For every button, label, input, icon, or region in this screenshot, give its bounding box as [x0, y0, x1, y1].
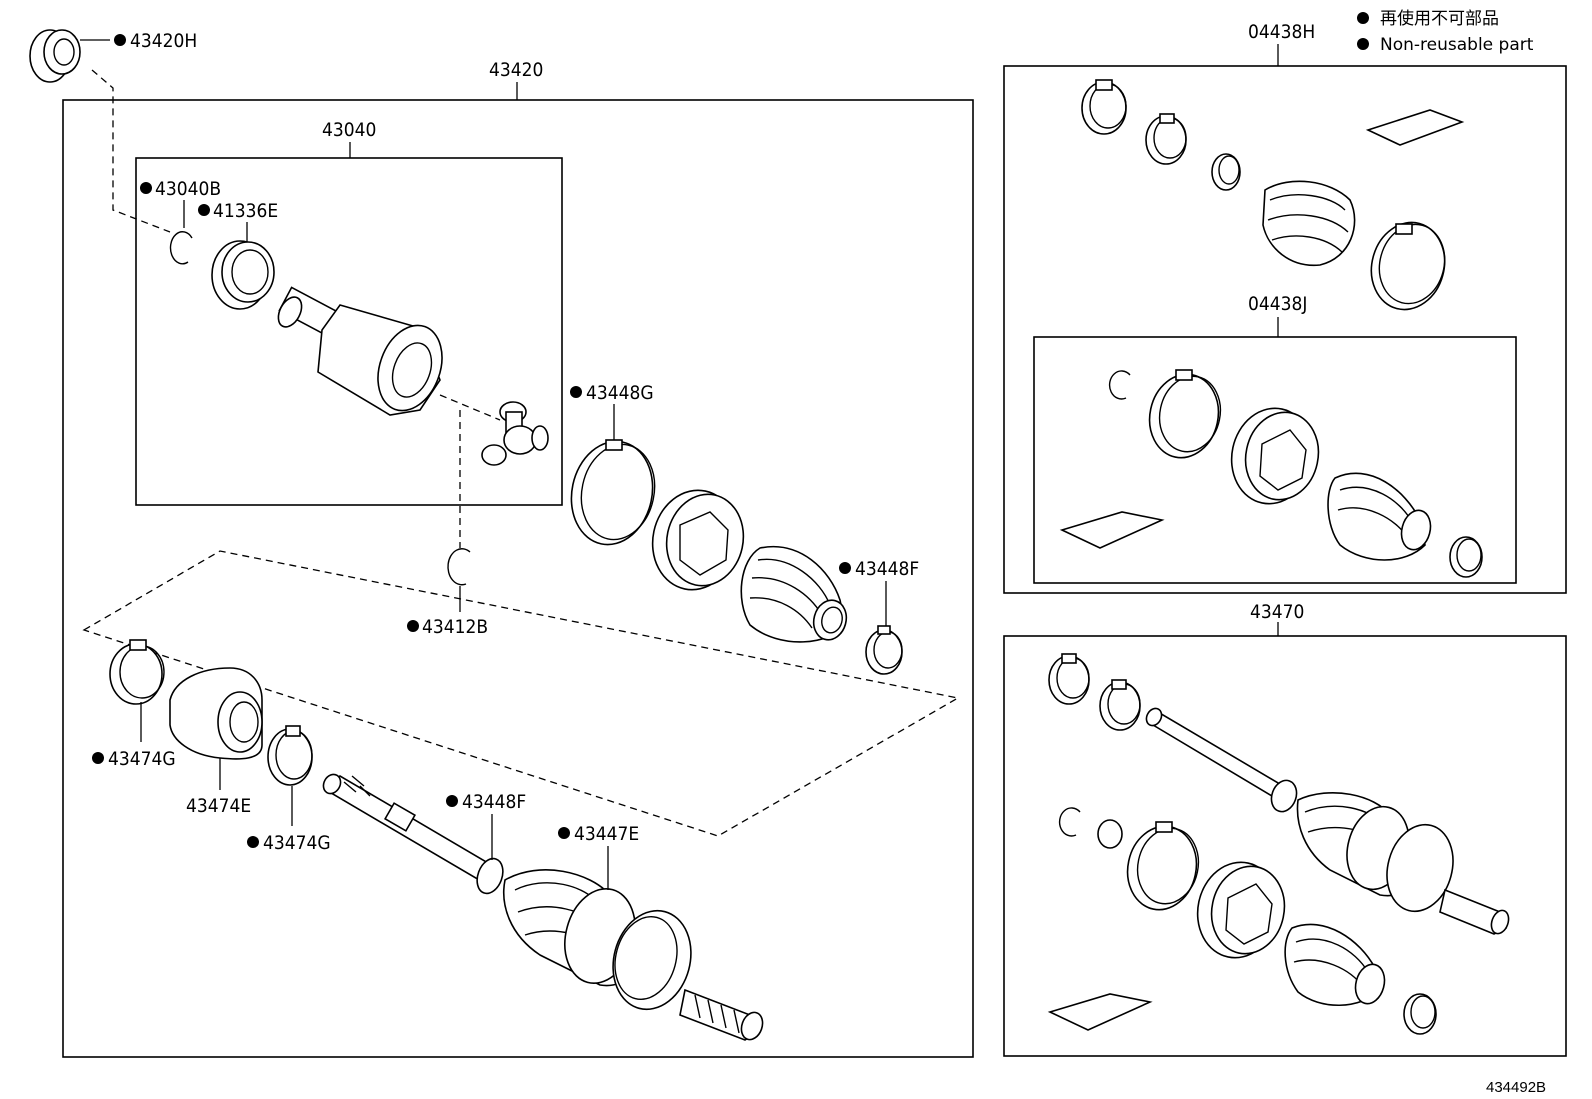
- grease-packet-icon: [1047, 993, 1153, 1031]
- oil-seal-41336E: [211, 240, 275, 310]
- label-04438H: 04438H: [1248, 21, 1315, 43]
- assembly-43470-parts: [1047, 653, 1510, 1035]
- label-43474E: 43474E: [186, 795, 251, 817]
- kit-04438H-parts: [1081, 79, 1465, 311]
- dynamic-damper-43474E: [169, 667, 263, 760]
- kit-dashed-outline: [82, 550, 960, 837]
- label-43040: 43040: [322, 119, 376, 141]
- kit-04438J-parts: [1059, 369, 1483, 578]
- label-43474G-lower: 43474G: [263, 832, 331, 854]
- legend-english: Non-reusable part: [1380, 35, 1534, 55]
- legend-japanese: 再使用不可部品: [1380, 8, 1499, 29]
- diagram-reference-code: 434492B: [1486, 1079, 1546, 1096]
- label-43447E: 43447E: [574, 823, 639, 845]
- kit-04438H-box: [1003, 65, 1567, 594]
- boot-clamp-43448G: [570, 439, 656, 546]
- label-41336E: 41336E: [213, 200, 278, 222]
- label-43412B: 43412B: [422, 616, 488, 638]
- boot-clamp-43474G-lower: [267, 725, 313, 786]
- label-43040B: 43040B: [155, 178, 221, 200]
- inboard-boot: [651, 489, 848, 643]
- label-43470: 43470: [1250, 601, 1304, 623]
- drive-shaft-assembly: [322, 773, 764, 1041]
- tripod-joint: [481, 401, 549, 466]
- label-43420H: 43420H: [130, 30, 197, 52]
- label-43474G-left: 43474G: [108, 748, 176, 770]
- dust-seal-43420H: [29, 29, 81, 83]
- legend-bullet-icon: [1357, 38, 1369, 50]
- inboard-joint-housing: [277, 286, 443, 416]
- grease-packet-icon: [1365, 109, 1465, 146]
- grease-packet-icon: [1059, 511, 1165, 549]
- assembly-43470-box: [1003, 635, 1567, 1057]
- boot-clamp-43448F-upper: [865, 625, 903, 675]
- snap-ring-43412B: [447, 548, 471, 586]
- label-43448F-upper: 43448F: [855, 558, 919, 580]
- snap-ring-43040B: [169, 231, 193, 265]
- label-43420: 43420: [489, 59, 543, 81]
- boot-clamp-43474G-left: [109, 639, 165, 705]
- legend-bullet-icon: [1357, 12, 1369, 24]
- label-43448F-lower: 43448F: [462, 791, 526, 813]
- assembly-43040-box: [135, 157, 563, 506]
- label-43448G: 43448G: [586, 382, 654, 404]
- assembly-43420-box: [62, 99, 974, 1058]
- kit-04438J-box: [1033, 336, 1517, 584]
- label-04438J: 04438J: [1248, 293, 1307, 315]
